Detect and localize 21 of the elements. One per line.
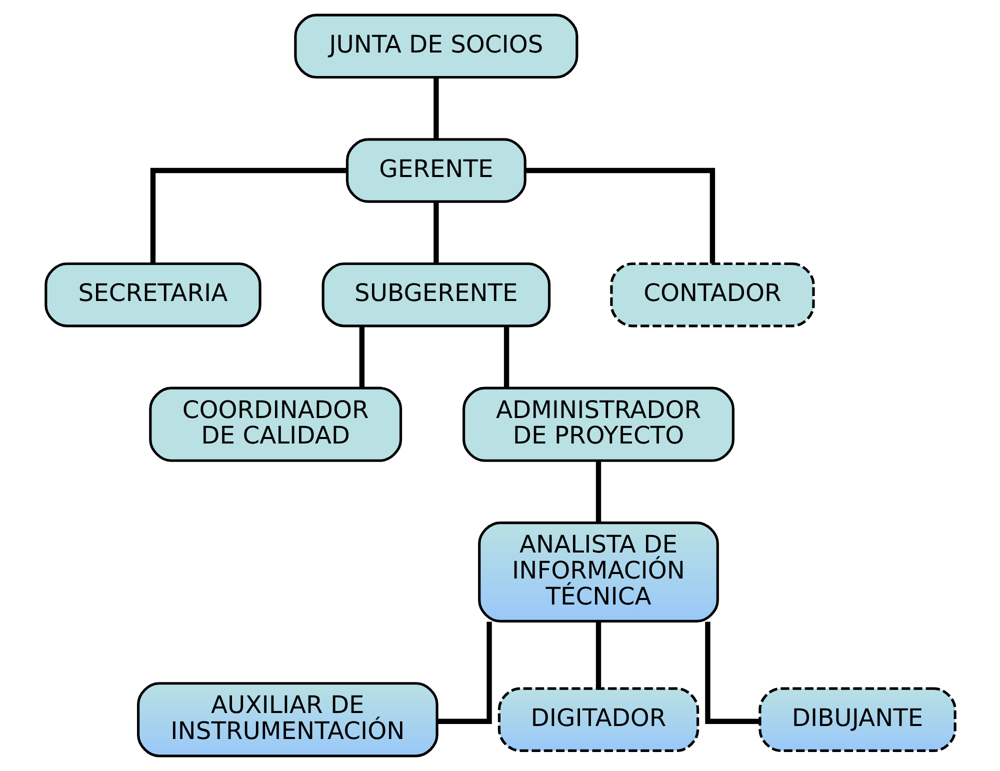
connector xyxy=(433,78,438,139)
connector xyxy=(595,622,601,688)
node-box: GERENTE xyxy=(345,138,526,203)
node-box: SUBGERENTE xyxy=(321,262,550,328)
connector xyxy=(524,168,715,264)
node-box: AUXILIAR DE INSTRUMENTACIÓN xyxy=(136,682,438,758)
node-box: JUNTA DE SOCIOS xyxy=(294,14,578,79)
node-box: DIBUJANTE xyxy=(758,687,956,752)
connector xyxy=(150,168,346,264)
connector xyxy=(358,326,364,388)
connector xyxy=(436,622,492,724)
connector xyxy=(433,202,438,264)
node-box: ANALISTA DE INFORMACIÓN TÉCNICA xyxy=(478,522,718,622)
node-box: COORDINADOR DE CALIDAD xyxy=(148,386,402,462)
connector xyxy=(704,622,759,724)
connector xyxy=(503,326,509,388)
node-box: ADMINISTRADOR DE PROYECTO xyxy=(462,386,734,462)
connector xyxy=(595,460,601,523)
node-box: CONTADOR xyxy=(610,262,814,328)
node-box: DIGITADOR xyxy=(497,687,699,752)
node-box: SECRETARIA xyxy=(44,262,261,328)
